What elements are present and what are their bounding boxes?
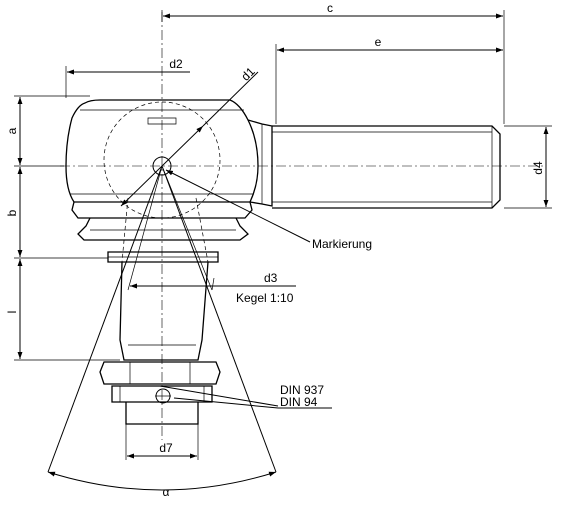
housing (65, 99, 273, 263)
label-alpha: α (163, 485, 170, 499)
label-d7: d7 (159, 441, 173, 455)
label-c: c (327, 1, 333, 15)
label-markierung: Markierung (312, 237, 372, 251)
label-e: e (375, 35, 382, 49)
label-d4: d4 (531, 161, 545, 175)
label-b: b (5, 209, 19, 216)
label-l: l (5, 311, 19, 314)
label-d2: d2 (169, 57, 183, 71)
label-din937: DIN 937 (280, 383, 324, 397)
ball-outline (103, 101, 221, 219)
threaded-shaft (272, 125, 501, 209)
swivel-angle (47, 165, 277, 491)
label-d1: d1 (238, 64, 258, 84)
label-din94: DIN 94 (280, 395, 318, 409)
label-a: a (5, 127, 19, 134)
conical-pin (99, 197, 221, 425)
label-kegel: Kegel 1:10 (236, 291, 294, 305)
label-d3: d3 (264, 271, 278, 285)
